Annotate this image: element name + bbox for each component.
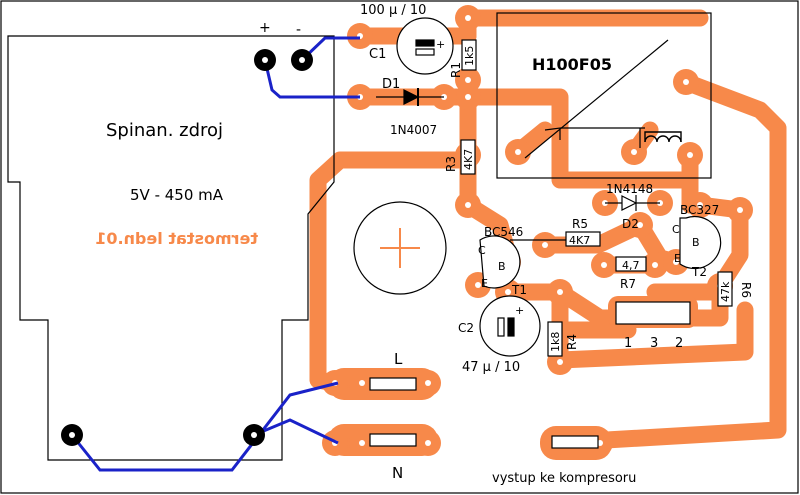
r7-label: R7 xyxy=(620,277,636,291)
r3-label: R3 xyxy=(444,156,458,172)
supply-rating: 5V - 450 mA xyxy=(130,186,224,204)
pad-hole xyxy=(465,15,471,21)
r6-label: R6 xyxy=(739,282,753,298)
pad-hole xyxy=(687,152,693,158)
pad-hole xyxy=(515,149,521,155)
t2-pin-b: B xyxy=(692,236,700,249)
pad-hole xyxy=(557,289,563,295)
r1-label: R1 xyxy=(449,62,463,78)
header-pin-1: 1 xyxy=(624,336,632,351)
neutral-label: N xyxy=(392,464,403,482)
pad-hole xyxy=(697,202,703,208)
t1-pin-e: E xyxy=(481,277,488,290)
c1-label: C1 xyxy=(369,47,386,62)
c2-value-label: 47 µ / 10 xyxy=(462,360,520,375)
t2-type-label: BC327 xyxy=(680,203,719,217)
relay-name: H100F05 xyxy=(532,55,612,74)
relay-outline xyxy=(496,12,712,179)
t1-pin-c: C xyxy=(478,244,486,257)
t1-pin-b: B xyxy=(498,260,506,273)
pad-hole xyxy=(557,359,563,365)
d1-type-label: 1N4007 xyxy=(390,123,437,137)
mirrored-label: termostat ledn.01 xyxy=(95,229,258,248)
pad-hole xyxy=(505,289,511,295)
r4-value-label: 1k8 xyxy=(549,332,562,352)
r5-value-label: 4K7 xyxy=(569,234,590,247)
d2-label: D2 xyxy=(622,217,639,231)
power-supply-outline xyxy=(7,35,335,461)
t1-type-label: BC546 xyxy=(484,225,523,239)
supply-terminals xyxy=(61,49,313,446)
header-pin-3: 3 xyxy=(650,336,658,351)
pad-hole xyxy=(425,380,431,386)
pad-hole xyxy=(737,207,743,213)
output-label: vystup ke kompresoru xyxy=(492,471,636,486)
header-pin-2: 2 xyxy=(675,336,683,351)
r7-value-label: 4,7 xyxy=(622,259,640,272)
t2-pin-e: E xyxy=(674,252,681,265)
mirrored-copper-text: termostat ledn.01 xyxy=(95,229,258,248)
pad-hole xyxy=(465,202,471,208)
relay-contact-line xyxy=(524,39,669,159)
d2-type-label: 1N4148 xyxy=(606,182,653,196)
pad-hole xyxy=(359,380,365,386)
pad-hole xyxy=(683,79,689,85)
pad-hole xyxy=(465,77,471,83)
pad-hole xyxy=(637,222,643,228)
r6-value-label: 47k xyxy=(719,281,732,302)
supply-minus-label: - xyxy=(296,22,301,38)
c2-plus-mark: + xyxy=(515,304,524,317)
pad-hole xyxy=(631,149,637,155)
pad-hole xyxy=(673,259,679,265)
r1-value-label: 1k5 xyxy=(463,46,476,66)
pad-hole xyxy=(425,440,431,446)
r4-label: R4 xyxy=(565,334,579,350)
pad-hole xyxy=(359,440,365,446)
d1-label: D1 xyxy=(382,77,400,92)
c2-label: C2 xyxy=(458,321,474,335)
pad-hole xyxy=(601,262,607,268)
pad-hole xyxy=(542,242,548,248)
r5-label: R5 xyxy=(572,217,588,231)
c1-value-label: 100 µ / 10 xyxy=(360,3,426,18)
pad-hole xyxy=(465,94,471,100)
pad-hole xyxy=(652,262,658,268)
mounting-hole-icon xyxy=(353,201,447,295)
c1-plus-mark: + xyxy=(436,38,445,51)
relay-coil-icon xyxy=(644,131,682,143)
t2-pin-c: C xyxy=(672,223,680,236)
supply-title: Spinan. zdroj xyxy=(106,120,223,141)
t1-label: T1 xyxy=(511,283,527,297)
pad-hole xyxy=(475,282,481,288)
relay-coil-lead xyxy=(544,127,645,148)
text-labels: Spinan. zdroj 5V - 450 mA + - H100F05 10… xyxy=(106,3,753,486)
live-label: L xyxy=(394,350,403,368)
r3-value-label: 4K7 xyxy=(462,149,475,170)
component-outlines xyxy=(369,17,733,449)
supply-plus-label: + xyxy=(259,20,271,36)
t2-label: T2 xyxy=(691,265,707,279)
